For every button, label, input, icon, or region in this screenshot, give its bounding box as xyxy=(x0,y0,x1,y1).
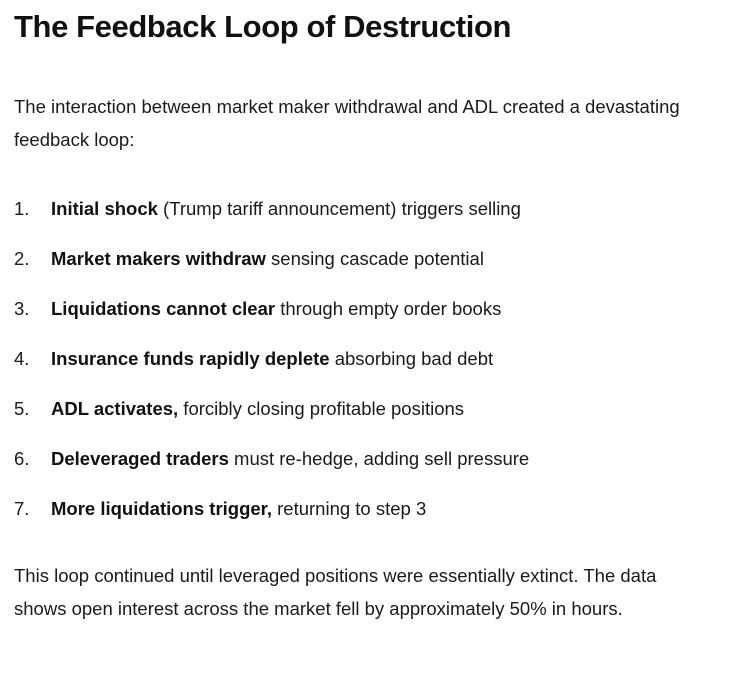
list-item: 5. ADL activates, forcibly closing profi… xyxy=(14,396,728,422)
list-item-number: 4. xyxy=(14,348,30,369)
list-item-lead: Deleveraged traders xyxy=(51,448,229,469)
list-item-lead: More liquidations trigger, xyxy=(51,498,272,519)
list-item-lead: Initial shock xyxy=(51,198,158,219)
list-item-number: 5. xyxy=(14,398,30,419)
list-item-lead: Market makers withdraw xyxy=(51,248,266,269)
list-item-number: 7. xyxy=(14,498,30,519)
list-item: 2. Market makers withdraw sensing cascad… xyxy=(14,246,728,272)
intro-paragraph: The interaction between market maker wit… xyxy=(14,96,680,150)
list-item-number: 6. xyxy=(14,448,30,469)
list-item-number: 3. xyxy=(14,298,30,319)
list-item-rest: through empty order books xyxy=(275,298,502,319)
page-title: The Feedback Loop of Destruction xyxy=(14,9,512,44)
list-item-lead: ADL activates, xyxy=(51,398,179,419)
list-item-rest: must re-hedge, adding sell pressure xyxy=(228,448,530,469)
list-item: 7. More liquidations trigger, returning … xyxy=(14,496,728,522)
list-item-lead: Insurance funds rapidly deplete xyxy=(51,348,330,369)
closing-paragraph: This loop continued until leveraged posi… xyxy=(14,565,657,619)
list-item: 6. Deleveraged traders must re-hedge, ad… xyxy=(14,446,728,472)
list-item: 4. Insurance funds rapidly deplete absor… xyxy=(14,346,728,372)
list-item: 3. Liquidations cannot clear through emp… xyxy=(14,296,728,322)
list-item-lead: Liquidations cannot clear xyxy=(51,298,276,319)
list-item-rest: absorbing bad debt xyxy=(329,348,494,369)
list-item: 1. Initial shock (Trump tariff announcem… xyxy=(14,196,728,222)
list-item-rest: (Trump tariff announcement) triggers sel… xyxy=(157,198,521,219)
list-item-rest: sensing cascade potential xyxy=(265,248,484,269)
list-item-number: 2. xyxy=(14,248,30,269)
list-item-rest: forcibly closing profitable positions xyxy=(178,398,465,419)
feedback-loop-steps: 1. Initial shock (Trump tariff announcem… xyxy=(14,196,728,522)
list-item-number: 1. xyxy=(14,198,30,219)
list-item-rest: returning to step 3 xyxy=(272,498,427,519)
